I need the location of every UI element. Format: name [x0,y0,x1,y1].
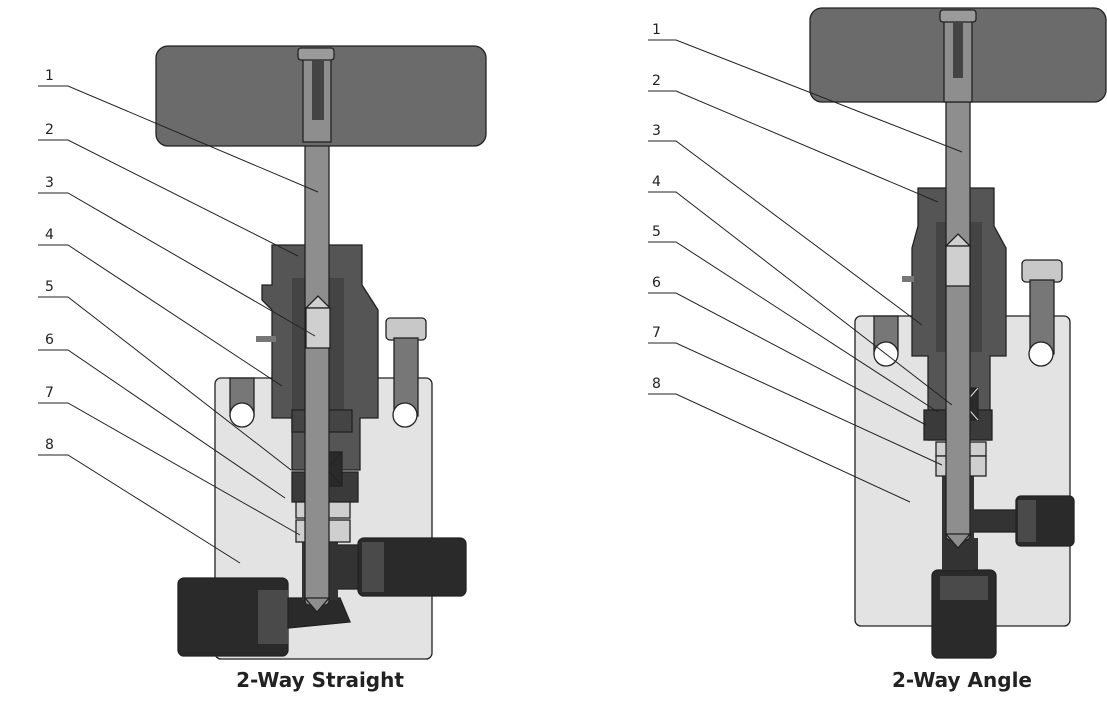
straight-label-8: 8 [45,437,54,453]
angle-outlet-thread [1018,500,1036,542]
straight-leader-4 [38,244,283,387]
straight-leader-3 [38,192,316,337]
angle-leader-6 [648,292,927,426]
angle-bottom-thread [940,576,988,600]
caption-straight: 2-Way Straight [236,668,404,692]
straight-callouts: 1 2 3 4 5 6 7 8 [38,68,319,564]
angle-bolt-head [1021,259,1063,283]
straight-label-7: 7 [45,385,54,401]
angle-label-1: 1 [652,22,661,38]
straight-stem-thread [305,307,331,349]
angle-label-5: 5 [652,224,661,240]
angle-stem-thread [945,245,971,287]
angle-label-6: 6 [652,275,661,291]
angle-leader-5 [648,241,939,413]
straight-label-3: 3 [45,175,54,191]
straight-leader-6 [38,349,286,499]
angle-port-right [1028,341,1054,367]
straight-label-6: 6 [45,332,54,348]
angle-handle-screw [939,9,977,23]
angle-leader-3 [648,140,923,326]
straight-bonnet-pin [256,336,276,342]
angle-outlet-neck [969,509,1021,533]
straight-leader-1 [38,85,319,193]
angle-label-7: 7 [652,325,661,341]
caption-angle: 2-Way Angle [892,668,1032,692]
straight-label-2: 2 [45,122,54,138]
straight-leader-2 [38,139,299,257]
angle-bonnet-pin [902,276,914,282]
straight-leader-7 [38,402,301,536]
straight-label-1: 1 [45,68,54,84]
angle-label-8: 8 [652,376,661,392]
straight-inlet-thread [258,590,288,644]
angle-leader-1 [648,39,963,153]
straight-outlet-fitting [357,537,467,597]
straight-port-right [392,402,418,428]
straight-label-5: 5 [45,279,54,295]
angle-leader-7 [648,342,943,466]
straight-label-4: 4 [45,227,54,243]
straight-stem [304,134,330,606]
angle-label-3: 3 [652,123,661,139]
angle-valve-drawing [809,7,1107,659]
angle-label-4: 4 [652,174,661,190]
straight-leader-5 [38,296,292,471]
angle-leader-8 [648,393,911,503]
straight-port-left [229,402,255,428]
angle-leader-4 [648,191,953,406]
straight-bolt-head [385,317,427,341]
straight-valve-drawing [155,45,487,660]
straight-outlet-thread [362,542,384,592]
straight-handle-screw [297,47,335,61]
straight-leader-8 [38,454,241,564]
angle-leader-2 [648,90,939,203]
angle-callouts: 1 2 3 4 5 6 7 8 [648,22,963,503]
straight-set-screw [312,60,324,120]
angle-label-2: 2 [652,73,661,89]
angle-set-screw [953,22,963,78]
angle-stem [945,39,971,541]
